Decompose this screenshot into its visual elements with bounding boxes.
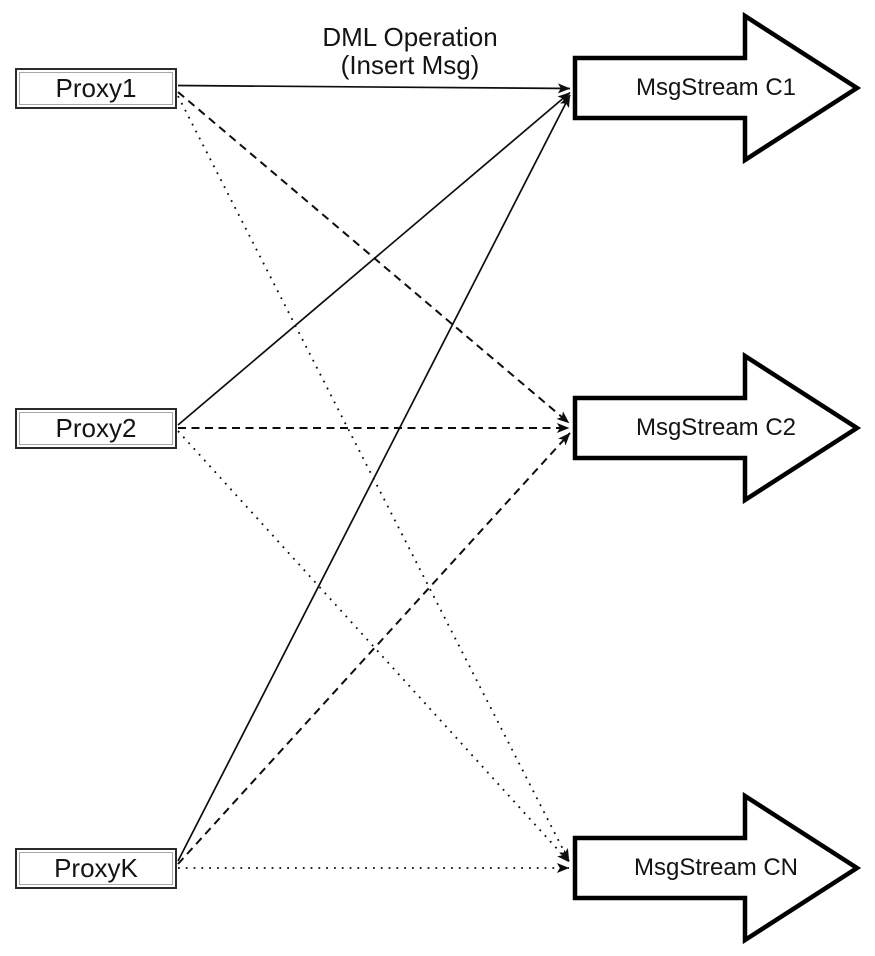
edge-proxy1-c1-solid [177, 83, 571, 94]
node-msgstream-c2-block-arrow-shape [572, 351, 862, 505]
block-arrow-polygon [572, 11, 862, 165]
block-arrow-polygon [572, 351, 862, 505]
node-proxyk: ProxyK [15, 848, 177, 889]
edge-proxy2-c1-solid [177, 91, 571, 426]
title-line-2: (Insert Msg) [340, 50, 480, 80]
edge-proxy1-c2-dashed [177, 91, 570, 424]
node-msgstream-cn-block-arrow-shape [572, 791, 862, 945]
block-arrow-polygon [572, 791, 862, 945]
node-proxyk-label: ProxyK [54, 853, 138, 883]
edge-proxy2-cn-dotted [177, 430, 570, 863]
node-proxy1-label: Proxy1 [55, 73, 137, 103]
node-msgstream-c1-block-arrow-shape [572, 11, 862, 165]
node-proxy2: Proxy2 [15, 408, 177, 449]
title-line-1: DML Operation [322, 22, 498, 52]
diagram-title: DML Operation (Insert Msg) [280, 23, 540, 79]
edge-proxyk-c2-dashed [177, 432, 571, 865]
edge-proxy1-cn-dotted [177, 95, 570, 862]
edge-proxyk-c1-solid [177, 94, 571, 862]
node-proxy2-label: Proxy2 [55, 413, 137, 443]
node-proxy1: Proxy1 [15, 68, 177, 109]
